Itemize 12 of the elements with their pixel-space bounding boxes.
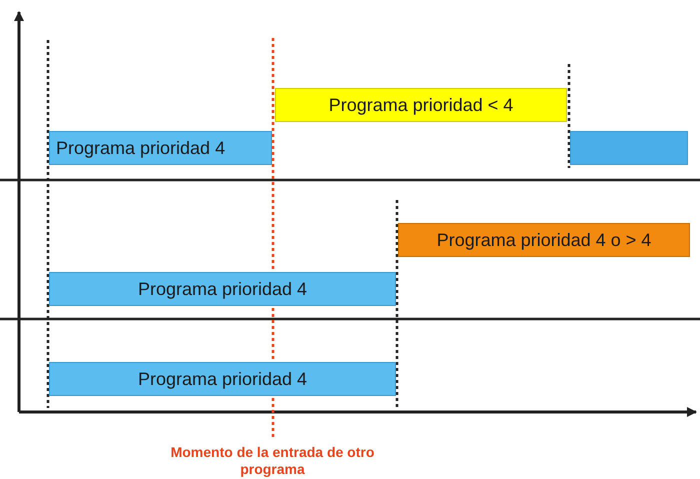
- task-bar: [49, 362, 396, 396]
- task-bar: [49, 131, 272, 165]
- bar-label: Programa prioridad < 4: [328, 94, 514, 116]
- task-bar: [49, 272, 396, 306]
- bar-label: Programa prioridad 4: [138, 368, 308, 390]
- bar-label: Programa prioridad 4: [56, 138, 226, 158]
- task-bar: [275, 88, 567, 122]
- empty-task-bar: [570, 131, 688, 165]
- bar-label: Programa prioridad 4: [138, 278, 308, 300]
- event-caption: Momento de la entrada de otro programa: [170, 444, 376, 478]
- task-bar: [398, 223, 690, 257]
- bar-label: Programa prioridad 4 o > 4: [436, 230, 652, 250]
